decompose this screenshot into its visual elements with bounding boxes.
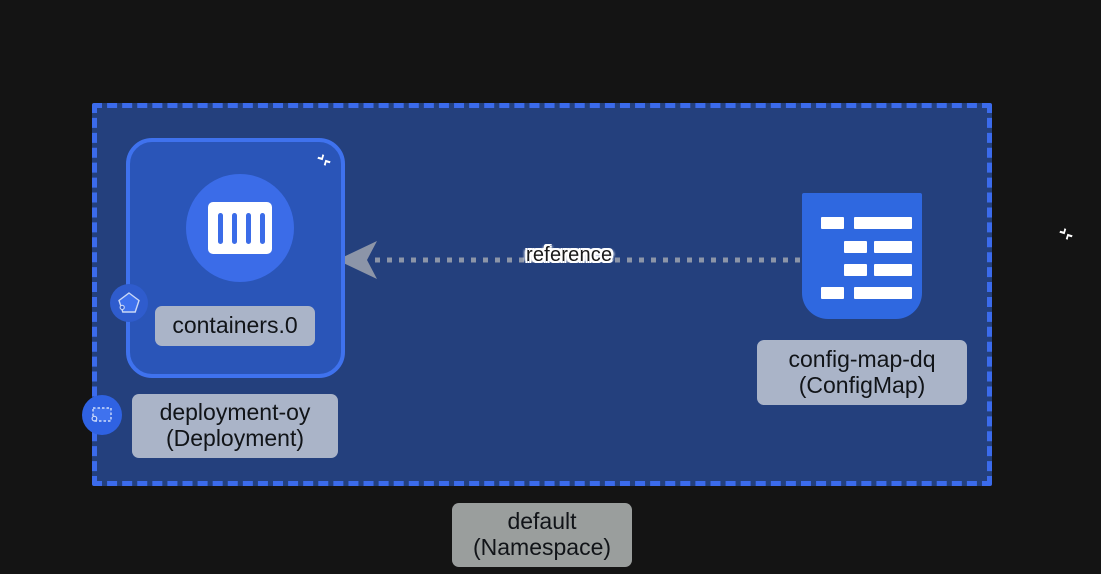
- node-label-configmap[interactable]: config-map-dq (ConfigMap): [757, 340, 967, 405]
- bar-2: [232, 213, 237, 244]
- dashed-box-glyph-icon: [91, 407, 112, 422]
- collapse-icon[interactable]: [313, 149, 335, 171]
- deployment-dashed-box-icon: [82, 395, 122, 435]
- configmap-row-3-key: [844, 264, 867, 276]
- collapse-arrows-icon: [1057, 225, 1075, 243]
- bar-1: [218, 213, 223, 244]
- container-pentagon-icon: [110, 284, 148, 322]
- namespace-group-default[interactable]: containers.0 deployment-oy (Deployment) …: [82, 103, 1075, 486]
- collapse-arrows-icon: [315, 151, 333, 169]
- node-label-deployment[interactable]: deployment-oy (Deployment): [132, 394, 338, 458]
- bar-4: [260, 213, 265, 244]
- node-configmap[interactable]: [802, 193, 922, 319]
- configmap-row-4-value: [854, 287, 912, 299]
- configmap-row-2-value: [874, 241, 912, 253]
- configmap-row-1-key: [821, 217, 844, 229]
- configmap-row-3-value: [874, 264, 912, 276]
- edge-label-reference: reference: [526, 244, 613, 266]
- node-label-containers[interactable]: containers.0: [155, 306, 315, 346]
- container-bars-icon: [186, 174, 294, 282]
- configmap-row-1-value: [854, 217, 912, 229]
- bar-3: [246, 213, 251, 244]
- configmap-row-4-key: [821, 287, 844, 299]
- container-bars-card: [208, 202, 272, 254]
- collapse-icon[interactable]: [1055, 223, 1077, 245]
- namespace-label-default[interactable]: default (Namespace): [452, 503, 632, 567]
- pentagon-glyph-icon: [118, 292, 140, 313]
- configmap-row-2-key: [844, 241, 867, 253]
